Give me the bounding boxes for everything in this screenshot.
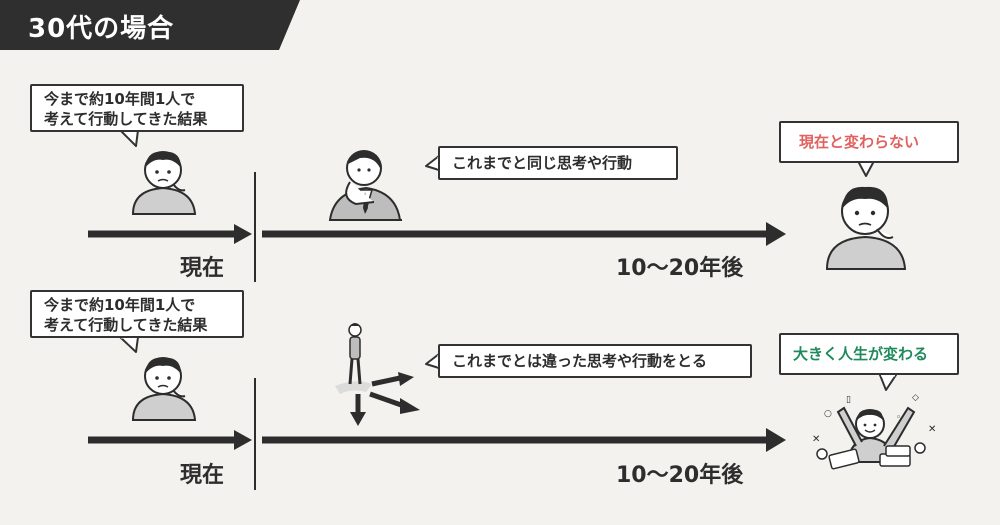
person-worried-icon [825, 186, 907, 270]
row1-left-bubble-tail [119, 129, 139, 147]
svg-text:▯: ▯ [846, 395, 851, 405]
row2-timeline [88, 378, 786, 490]
row2-result-speech-bubble: 大きく人生が変わる [779, 333, 959, 375]
row2-result-text: 大きく人生が変わる [793, 345, 929, 363]
title-banner [0, 0, 300, 50]
row1-arrowhead-past [234, 224, 252, 244]
row1-now-label: 現在 [180, 256, 225, 281]
row1-result-bubble-tail [857, 160, 875, 177]
row2-arrowhead-past [234, 430, 252, 450]
row1-left-bubble-line2: 考えて行動してきた結果 [44, 110, 208, 128]
row2-left-speech-bubble: 今まで約10年間1人で 考えて行動してきた結果 [30, 290, 244, 338]
row2-left-bubble-tail [119, 336, 139, 353]
page-title: 30代の場合 [28, 14, 175, 44]
row2-future-label: 10〜20年後 [616, 463, 744, 488]
row2-arrowhead-future [766, 428, 786, 452]
person-worried-icon [131, 357, 197, 421]
row1-result-text: 現在と変わらない [799, 133, 920, 151]
row1-arrowhead-future [766, 222, 786, 246]
row1-middle-speech-bubble: これまでと同じ思考や行動 [438, 146, 678, 180]
row1-timeline [88, 172, 786, 282]
row1-middle-bubble-text: これまでと同じ思考や行動 [452, 154, 633, 172]
person-celebrating-icon: ✕ ✕ ○ ◇ ▯ ◦ [812, 393, 936, 470]
row2-left-bubble-line1: 今まで約10年間1人で [44, 296, 196, 314]
svg-text:◦: ◦ [896, 413, 901, 423]
row2-result-bubble-tail [879, 374, 897, 391]
row2-now-label: 現在 [180, 463, 225, 488]
svg-text:○: ○ [824, 409, 832, 419]
row1-left-bubble-line1: 今まで約10年間1人で [44, 90, 196, 108]
svg-text:✕: ✕ [812, 434, 820, 445]
person-crossroads-icon [335, 323, 420, 426]
row1-result-speech-bubble: 現在と変わらない [779, 121, 959, 163]
person-worried-icon [131, 151, 197, 215]
row1-future-label: 10〜20年後 [616, 256, 744, 281]
row2-middle-speech-bubble: これまでとは違った思考や行動をとる [438, 344, 752, 378]
row1-left-speech-bubble: 今まで約10年間1人で 考えて行動してきた結果 [30, 84, 244, 132]
svg-text:◇: ◇ [912, 393, 919, 403]
svg-text:✕: ✕ [928, 424, 936, 435]
row2-left-bubble-line2: 考えて行動してきた結果 [44, 316, 208, 334]
row2-middle-bubble-text: これまでとは違った思考や行動をとる [452, 352, 708, 370]
person-thinking-icon [328, 150, 402, 221]
